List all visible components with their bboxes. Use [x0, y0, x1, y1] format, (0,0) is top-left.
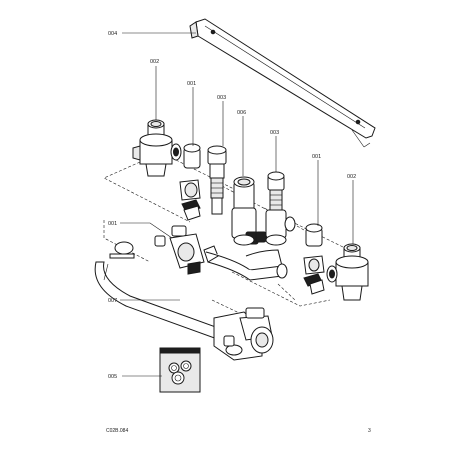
mounting-rail — [189, 18, 376, 148]
callout-001-left: 001 — [108, 221, 117, 227]
fitting-right — [303, 223, 325, 295]
callout-004: 004 — [108, 31, 117, 37]
callout-002-left: 002 — [150, 59, 159, 65]
callout-007: 007 — [108, 298, 117, 304]
callout-001-top: 001 — [187, 81, 196, 87]
tee-valve-bottom — [213, 307, 274, 361]
callout-001-right: 001 — [312, 154, 321, 160]
callout-005: 005 — [108, 374, 117, 380]
callout-003-right: 003 — [270, 130, 279, 136]
straight-fitting-left — [207, 145, 227, 215]
callout-003-left: 003 — [217, 95, 226, 101]
valve-assembly-right — [326, 243, 369, 301]
center-valve — [231, 176, 259, 246]
page-number: 3 — [368, 428, 371, 434]
callout-006: 006 — [237, 110, 246, 116]
valve-assembly-left — [132, 119, 182, 177]
callout-002-right: 002 — [347, 174, 356, 180]
fitting-left-with-tubes — [154, 225, 288, 281]
seal-kit-bag — [159, 347, 201, 393]
document-code: C02B.084 — [106, 428, 128, 434]
straight-fitting-right — [255, 171, 296, 246]
long-connecting-pipe — [94, 241, 225, 341]
callout-leaders — [120, 32, 354, 377]
fitting-top-left — [179, 143, 201, 221]
